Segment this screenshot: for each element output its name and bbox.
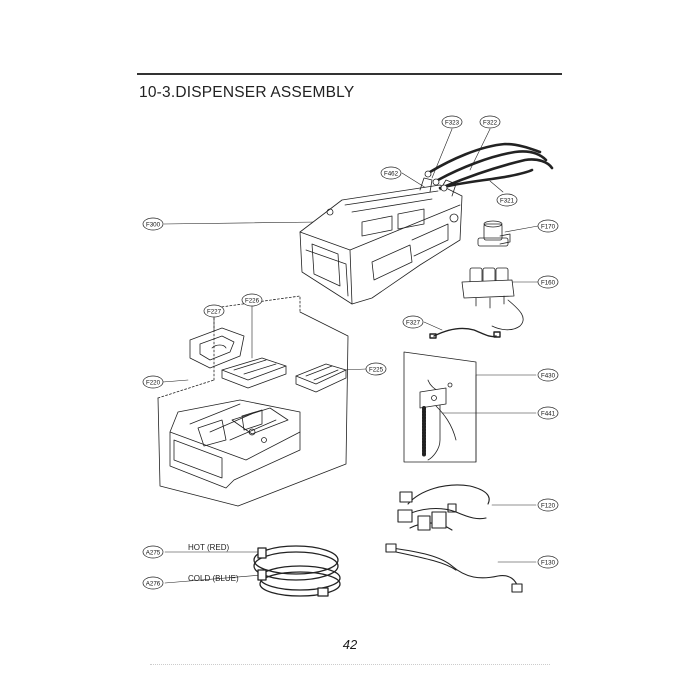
- svg-text:F226: F226: [245, 298, 260, 305]
- single-water-valve: [477, 220, 511, 247]
- fill-hoses: [253, 545, 341, 597]
- callout-a276: A276: [142, 576, 164, 590]
- dispenser-drawer: [157, 295, 349, 507]
- svg-text:F120: F120: [541, 503, 556, 510]
- callout-f130: F130: [537, 555, 559, 569]
- svg-text:F321: F321: [500, 198, 515, 205]
- svg-text:F160: F160: [541, 280, 556, 287]
- hose-clamps: [424, 170, 448, 192]
- svg-text:F430: F430: [541, 373, 556, 380]
- svg-text:F220: F220: [146, 380, 161, 387]
- inlet-hoses: [428, 142, 554, 190]
- svg-text:F441: F441: [541, 411, 556, 418]
- callout-f321: F321: [496, 193, 518, 207]
- svg-text:F322: F322: [483, 120, 498, 127]
- header-rule: [137, 73, 562, 75]
- softener-cap: [189, 327, 245, 369]
- callout-f120: F120: [537, 498, 559, 512]
- callout-f226: F226: [241, 293, 263, 307]
- callout-f462: F462: [380, 166, 402, 180]
- callout-f323: F323: [441, 115, 463, 129]
- svg-text:F323: F323: [445, 120, 460, 127]
- callout-f430: F430: [537, 368, 559, 382]
- svg-text:A276: A276: [146, 581, 161, 588]
- callout-f170: F170: [537, 219, 559, 233]
- cold-hose-label: COLD (BLUE): [188, 574, 239, 583]
- footer-divider: [150, 664, 550, 665]
- callout-f225: F225: [365, 362, 387, 376]
- svg-text:F327: F327: [406, 320, 421, 327]
- svg-text:F227: F227: [207, 309, 222, 316]
- callout-f227: F227: [203, 304, 225, 318]
- callout-a275: A275: [142, 545, 164, 559]
- svg-text:F462: F462: [384, 171, 399, 178]
- sub-wiring-harness: [385, 543, 523, 593]
- hot-hose-label: HOT (RED): [188, 543, 230, 552]
- svg-text:F300: F300: [146, 222, 161, 229]
- svg-text:A275: A275: [146, 550, 161, 557]
- callout-f220: F220: [142, 375, 164, 389]
- page-number: 42: [342, 637, 358, 652]
- svg-text:F225: F225: [369, 367, 384, 374]
- callout-f441: F441: [537, 406, 559, 420]
- leader-lines: [162, 128, 539, 584]
- svg-text:F170: F170: [541, 224, 556, 231]
- callout-f327: F327: [402, 315, 424, 329]
- callout-f160: F160: [537, 275, 559, 289]
- triple-water-valve: [461, 267, 524, 331]
- main-wiring-harness: [397, 484, 490, 531]
- detergent-cap: [221, 357, 287, 389]
- svg-text:F130: F130: [541, 560, 556, 567]
- small-harness: [429, 327, 501, 339]
- callout-f322: F322: [479, 115, 501, 129]
- prewash-cap: [295, 363, 347, 393]
- breather-assembly: [403, 351, 477, 463]
- dispenser-housing: [299, 177, 463, 305]
- callout-f300: F300: [142, 217, 164, 231]
- page-title: 10-3.DISPENSER ASSEMBLY: [139, 84, 355, 101]
